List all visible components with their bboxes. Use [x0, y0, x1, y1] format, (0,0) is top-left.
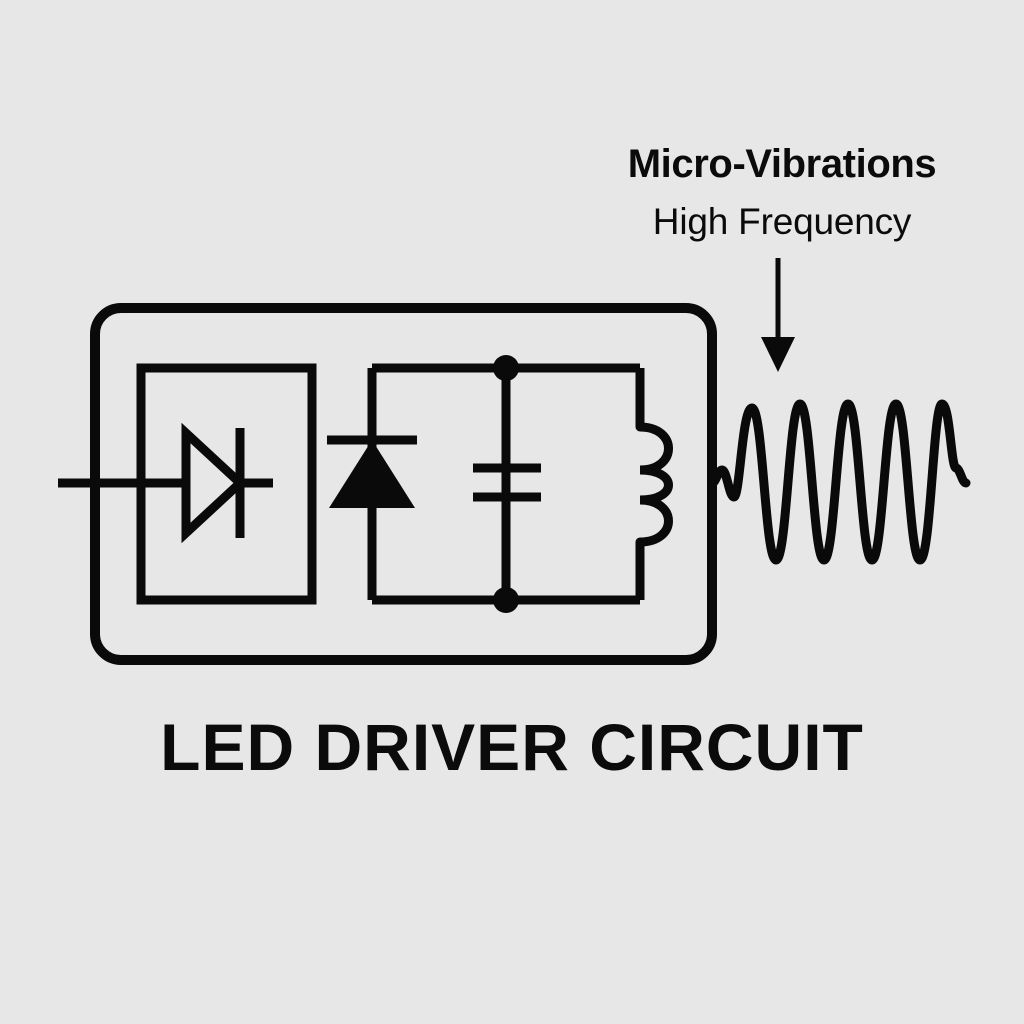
inductor-coil-icon [635, 422, 673, 547]
rectifier-diode-filled-icon [329, 440, 415, 508]
led-diode-outline-icon [181, 422, 247, 544]
junction-dot-bottom [493, 587, 519, 613]
junction-dot-top [493, 355, 519, 381]
annotation-title: Micro-Vibrations [627, 142, 937, 186]
circuit-title: LED DRIVER CIRCUIT [160, 710, 864, 784]
down-arrow-icon [761, 337, 795, 372]
output-waveform [707, 399, 971, 565]
led-stage-box [136, 363, 317, 605]
annotation-subtitle: High Frequency [652, 201, 912, 242]
